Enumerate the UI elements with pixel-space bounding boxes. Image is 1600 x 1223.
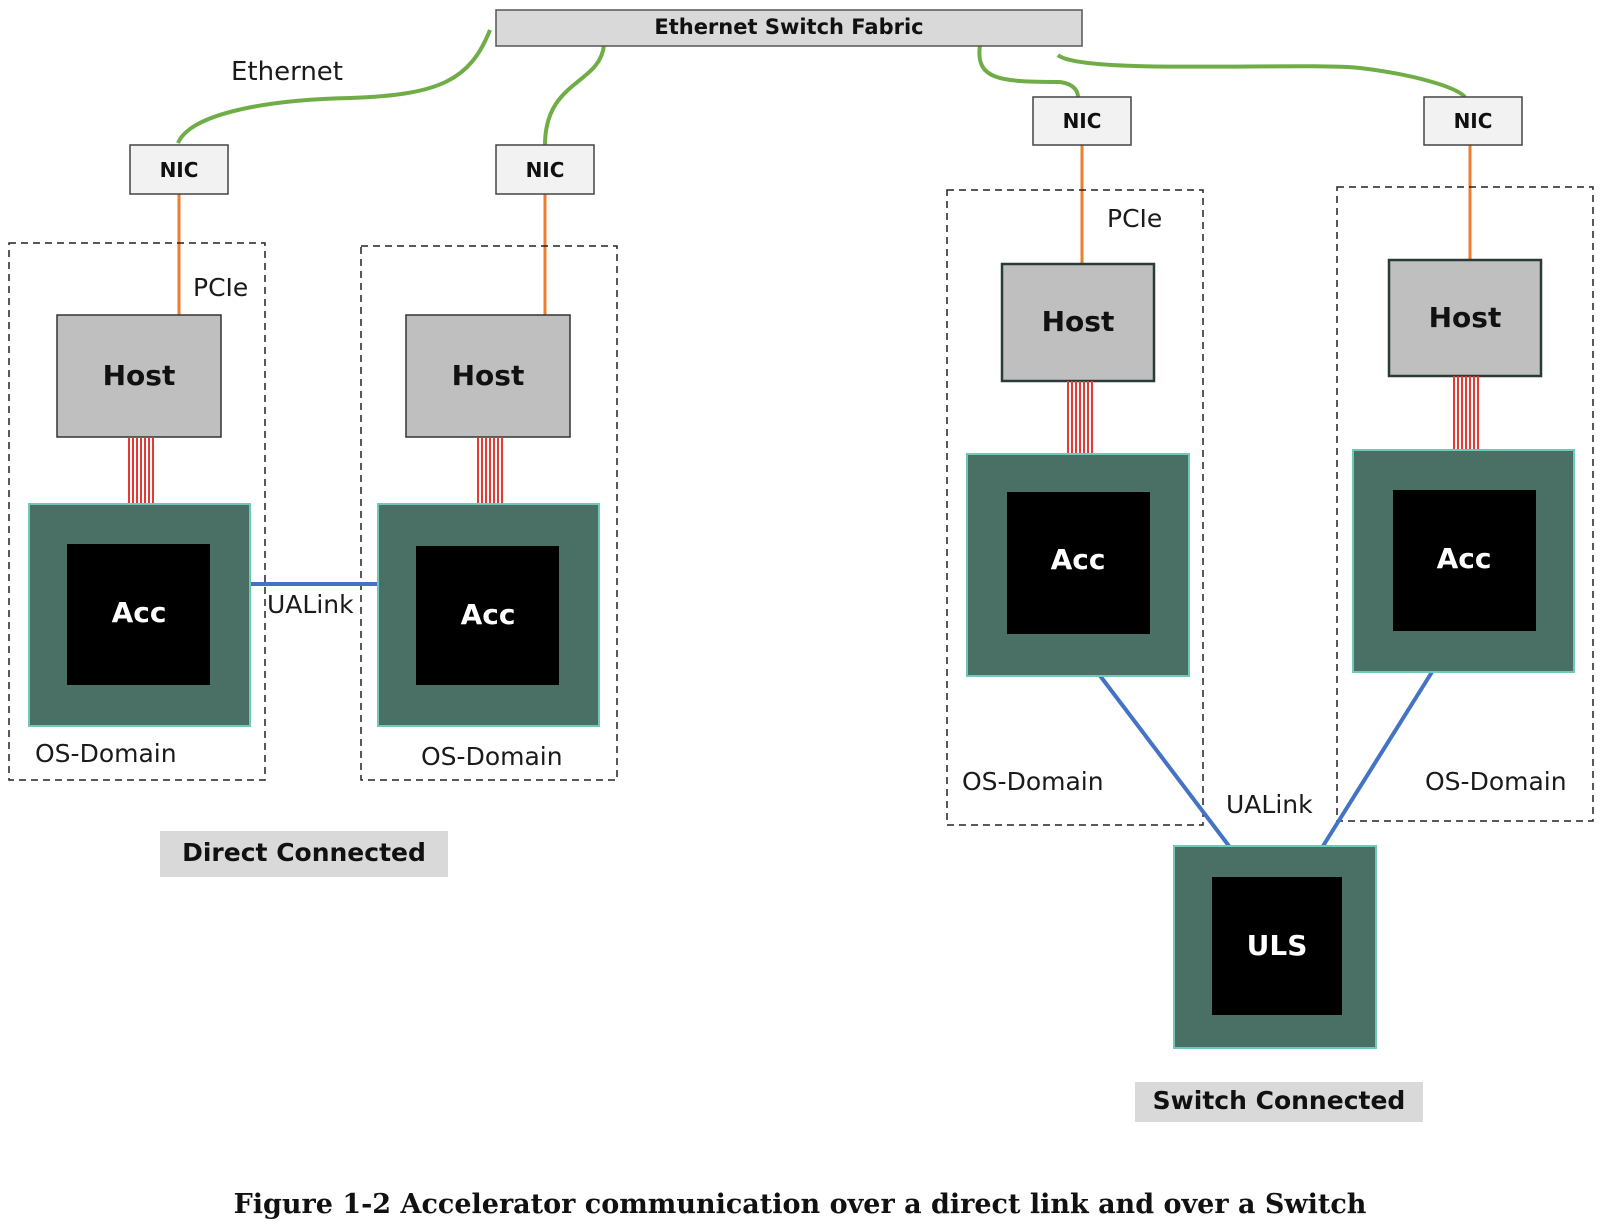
acc-label: Acc [1437,542,1492,575]
pcie-label: PCIe [1107,204,1162,233]
acc-chip-3: Acc [966,453,1190,677]
ethernet-cables [176,29,1467,146]
os-domain-label: OS-Domain [421,742,563,771]
nic-label: NIC [1063,109,1102,133]
host-bus-4 [1453,376,1479,450]
host-3: Host [1000,262,1156,383]
figure-caption: Figure 1-2 Accelerator communication ove… [234,1189,1367,1220]
host-buses [128,376,1479,504]
os-domain-label: OS-Domain [35,739,177,768]
nic-label: NIC [526,158,565,182]
host-label: Host [1429,301,1502,334]
nic-label: NIC [1454,109,1493,133]
ethernet-cable-2 [543,44,606,146]
direct-connected-label: Direct Connected [182,838,426,867]
nic-2: NIC [495,144,595,195]
nic-label: NIC [160,158,199,182]
ethernet-cable-1 [176,29,492,144]
acc-label: Acc [1051,543,1106,576]
switch-connected-label: Switch Connected [1153,1086,1406,1115]
pcie-links [177,145,1472,318]
uls-label: ULS [1247,929,1308,962]
acc-chip-1: Acc [28,503,251,727]
nic-3: NIC [1032,96,1132,146]
ethernet-label: Ethernet [231,57,343,87]
acc-chip-4: Acc [1352,449,1575,673]
os-domain-2 [360,245,618,781]
ualink-label: UALink [267,590,354,619]
os-domains [8,186,1594,826]
ualink-label: UALink [1226,790,1313,819]
ualink-links [250,582,1434,848]
switch-connected-tag: Switch Connected [1135,1082,1423,1122]
ethernet-cable-4 [1056,53,1467,99]
host-bus-1 [128,437,154,504]
host-label: Host [1042,305,1115,338]
host-label: Host [452,359,525,392]
host-bus-3 [1067,381,1093,454]
nic-1: NIC [129,144,229,195]
pcie-label: PCIe [193,273,248,302]
host-1: Host [56,314,222,438]
acc-label: Acc [112,596,167,629]
host-2: Host [405,314,571,438]
ethernet-cable-3 [977,44,1080,98]
os-domain-label: OS-Domain [962,767,1104,796]
uls-switch-chip: ULS [1173,845,1377,1049]
nic-4: NIC [1423,96,1523,146]
os-domain-label: OS-Domain [1425,767,1567,796]
ualink-switch-left [1096,671,1231,848]
acc-chip-2: Acc [377,503,600,727]
ualink-switch-right [1321,670,1434,848]
direct-connected-tag: Direct Connected [160,831,448,877]
os-domain-3 [946,189,1204,826]
host-4: Host [1387,258,1543,378]
fabric-label: Ethernet Switch Fabric [654,15,923,39]
ethernet-switch-fabric: Ethernet Switch Fabric [495,9,1083,47]
acc-label: Acc [461,598,516,631]
host-label: Host [103,359,176,392]
host-bus-2 [477,437,503,504]
